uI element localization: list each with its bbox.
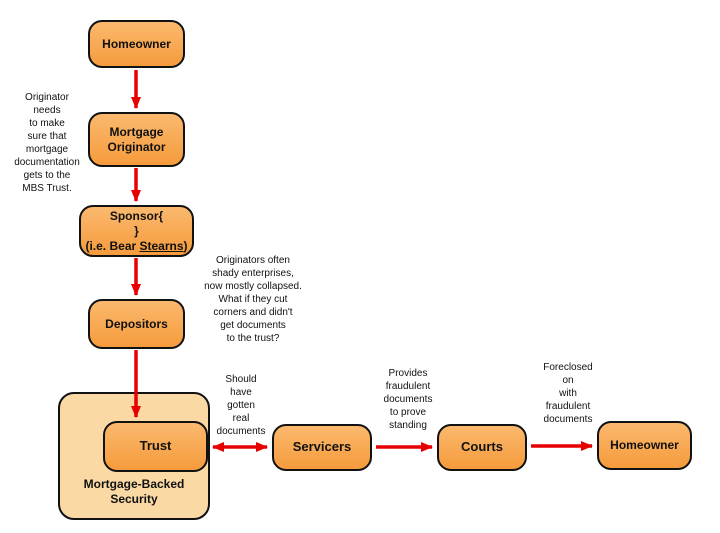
node-homeowner-top: Homeowner	[88, 20, 185, 68]
note-should-have-gotten: Should have gotten real documents	[216, 374, 266, 437]
sponsor-sub-suffix: )	[183, 238, 188, 253]
node-servicers: Servicers	[272, 424, 372, 471]
node-trust-label: Trust	[139, 438, 172, 454]
node-sponsor-label: Sponsor{ }(i.e. Bear Stearns)	[85, 208, 188, 253]
node-servicers-label: Servicers	[292, 439, 352, 455]
note-foreclosed-fraudulent: Foreclosed on with fraudulent documents	[543, 362, 593, 425]
node-homeowner-right: Homeowner	[597, 421, 692, 470]
sponsor-sub-prefix: (i.e. Bear	[85, 238, 140, 253]
mbs-container-label: Mortgage-Backed Security	[83, 476, 185, 507]
note-originator-documentation: Originator needs to make sure that mortg…	[14, 92, 80, 194]
node-courts: Courts	[437, 424, 527, 471]
node-courts-label: Courts	[461, 439, 503, 455]
node-sponsor: Sponsor{ }(i.e. Bear Stearns)	[79, 205, 194, 257]
node-trust: Trust	[103, 421, 208, 472]
sponsor-title: Sponsor	[109, 208, 159, 223]
node-mortgage-originator: Mortgage Originator	[88, 112, 185, 167]
node-homeowner-top-label: Homeowner	[102, 36, 171, 51]
sponsor-sub-underlined: Stearns	[139, 238, 184, 253]
note-provides-fraudulent: Provides fraudulent documents to prove s…	[383, 368, 433, 431]
node-homeowner-right-label: Homeowner	[610, 438, 679, 452]
node-mortgage-originator-label: Mortgage Originator	[107, 124, 166, 154]
node-depositors: Depositors	[88, 299, 185, 349]
note-shady-originators: Originators often shady enterprises, now…	[204, 255, 302, 344]
node-depositors-label: Depositors	[105, 316, 168, 331]
